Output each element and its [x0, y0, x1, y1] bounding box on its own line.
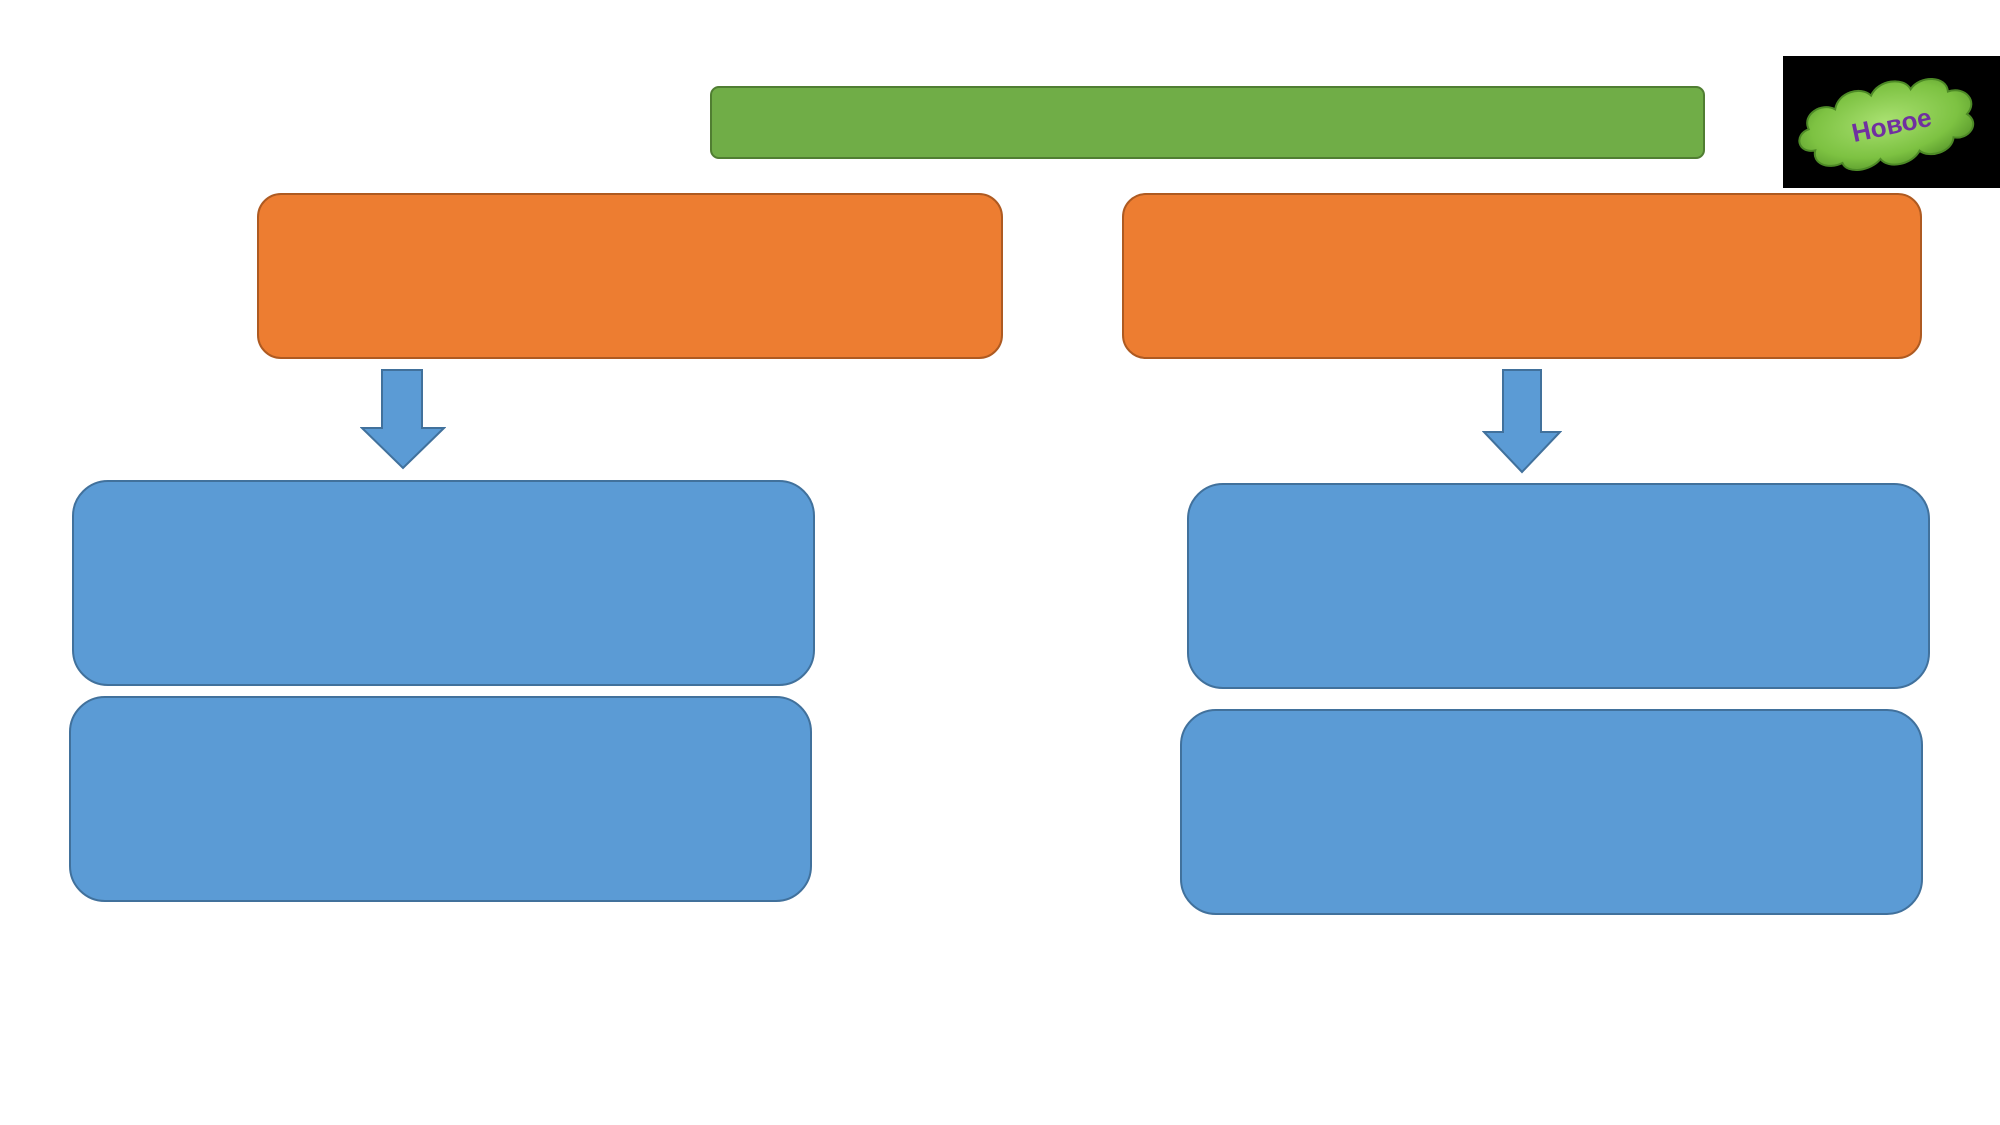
left-category-box	[257, 193, 1003, 359]
left-content-box-2	[69, 696, 812, 902]
top-header-bar	[710, 86, 1705, 159]
right-down-arrow-icon	[1482, 369, 1562, 474]
right-content-box-2	[1180, 709, 1923, 915]
cloud-icon: Новое	[1798, 77, 1975, 171]
right-category-box	[1122, 193, 1922, 359]
new-badge: Новое	[1783, 56, 2000, 188]
left-content-box-1	[72, 480, 815, 686]
right-content-box-1	[1187, 483, 1930, 689]
left-down-arrow-icon	[360, 369, 446, 470]
